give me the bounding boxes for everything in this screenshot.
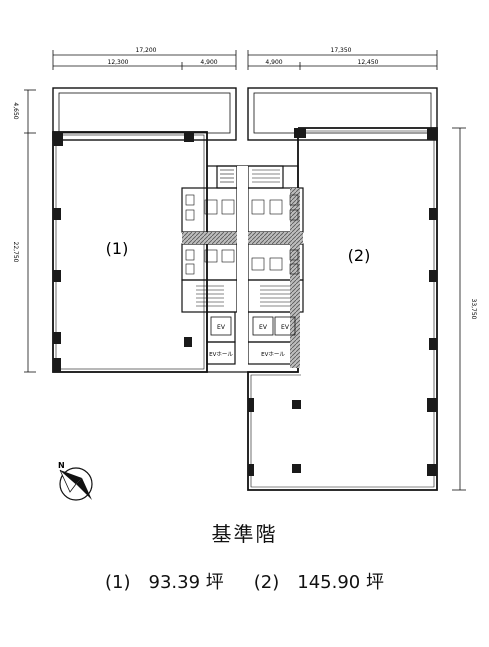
- unit-1-outline: [52, 131, 208, 373]
- dim-left-main: 22,750: [12, 242, 19, 263]
- dim-top-left-a: 12,300: [108, 59, 129, 66]
- ev-hall-right: EVホール: [261, 351, 285, 358]
- svg-text:N: N: [58, 461, 65, 470]
- columns: [53, 128, 437, 476]
- area-summary: (1) 93.39 坪 (2) 145.90 坪: [0, 568, 489, 594]
- dimension-lines-top: [52, 50, 438, 70]
- unit-2-area: (2) 145.90 坪: [253, 572, 384, 593]
- dim-top-left-total: 17,200: [136, 47, 157, 54]
- balconies: [52, 87, 438, 141]
- floor-plan: 17,200 12,300 4,900 17,350 4,900 12,450 …: [12, 47, 477, 501]
- ev-label-2: EV: [259, 324, 268, 331]
- dim-top-left-b: 4,900: [200, 59, 217, 66]
- ev-hall-left: EVホール: [209, 351, 233, 358]
- elevators: [210, 316, 296, 336]
- unit-1-label: (1): [106, 239, 129, 258]
- dim-right-main: 33,750: [470, 299, 477, 320]
- dimension-lines-right: [452, 127, 466, 491]
- unit-1-area: (1) 93.39 坪: [105, 572, 224, 593]
- floor-title: 基準階: [211, 522, 278, 546]
- dim-top-right-a: 4,900: [265, 59, 282, 66]
- north-arrow-icon: N: [58, 461, 93, 501]
- ev-label-3: EV: [281, 324, 290, 331]
- dim-top-right-total: 17,350: [331, 47, 352, 54]
- ev-label-1: EV: [217, 324, 226, 331]
- restroom-fixtures: [185, 194, 299, 275]
- unit-2-label: (2): [348, 246, 371, 265]
- dim-top-right-b: 12,450: [358, 59, 379, 66]
- dim-left-top: 4,650: [12, 102, 19, 119]
- hatched-walls: [182, 166, 303, 368]
- stairs: [196, 169, 290, 307]
- dimension-lines-left: [24, 89, 36, 373]
